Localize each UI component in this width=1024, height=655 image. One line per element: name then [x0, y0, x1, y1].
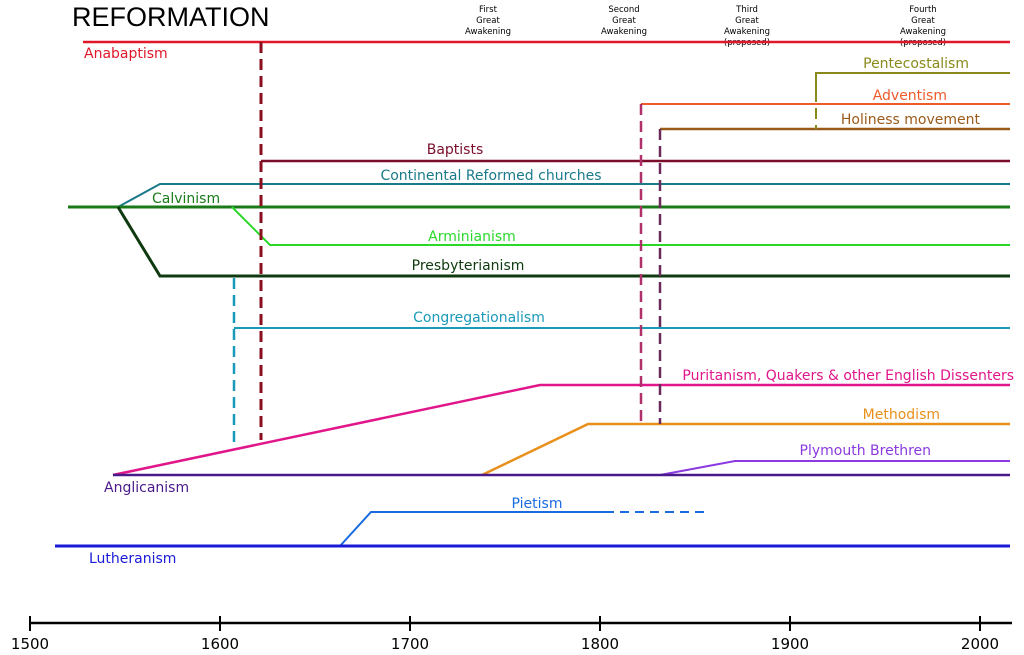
- axis-tick-label-2000: 2000: [961, 635, 999, 653]
- label-arminianism: Arminianism: [428, 229, 516, 245]
- line-pietism: [339, 511, 605, 547]
- axis-tick-label-1900: 1900: [771, 635, 809, 653]
- label-adventism: Adventism: [873, 88, 947, 104]
- time-axis: 1500 1600 1700 1800 1900 2000: [11, 616, 1012, 653]
- label-pentecostalism: Pentecostalism: [863, 56, 969, 72]
- line-continental: [117, 183, 1010, 208]
- axis-tick-label-1600: 1600: [201, 635, 239, 653]
- label-baptists: Baptists: [427, 142, 484, 158]
- label-presbyterianism: Presbyterianism: [412, 258, 525, 274]
- line-pentecostalism: [815, 72, 1010, 96]
- label-plymouth: Plymouth Brethren: [800, 443, 931, 459]
- label-holiness: Holiness movement: [841, 112, 981, 128]
- line-methodism: [481, 422, 1010, 477]
- label-continental: Continental Reformed churches: [380, 168, 601, 184]
- label-lutheranism: Lutheranism: [89, 551, 176, 567]
- label-congregationalism: Congregationalism: [413, 310, 545, 326]
- label-anglicanism: Anglicanism: [104, 480, 189, 496]
- label-pietism: Pietism: [512, 496, 563, 512]
- line-plymouth: [659, 460, 1010, 476]
- axis-tick-label-1700: 1700: [391, 635, 429, 653]
- label-puritanism: Puritanism, Quakers & other English Diss…: [682, 368, 1014, 384]
- line-puritanism: [112, 383, 1010, 477]
- axis-tick-label-1800: 1800: [581, 635, 619, 653]
- line-arminianism: [231, 206, 1010, 246]
- diagram-title: REFORMATION: [72, 2, 270, 32]
- label-calvinism: Calvinism: [152, 191, 220, 207]
- axis-tick-label-1500: 1500: [11, 635, 49, 653]
- line-presbyterianism: [116, 206, 1010, 278]
- label-methodism: Methodism: [863, 407, 940, 423]
- label-anabaptism: Anabaptism: [84, 46, 168, 62]
